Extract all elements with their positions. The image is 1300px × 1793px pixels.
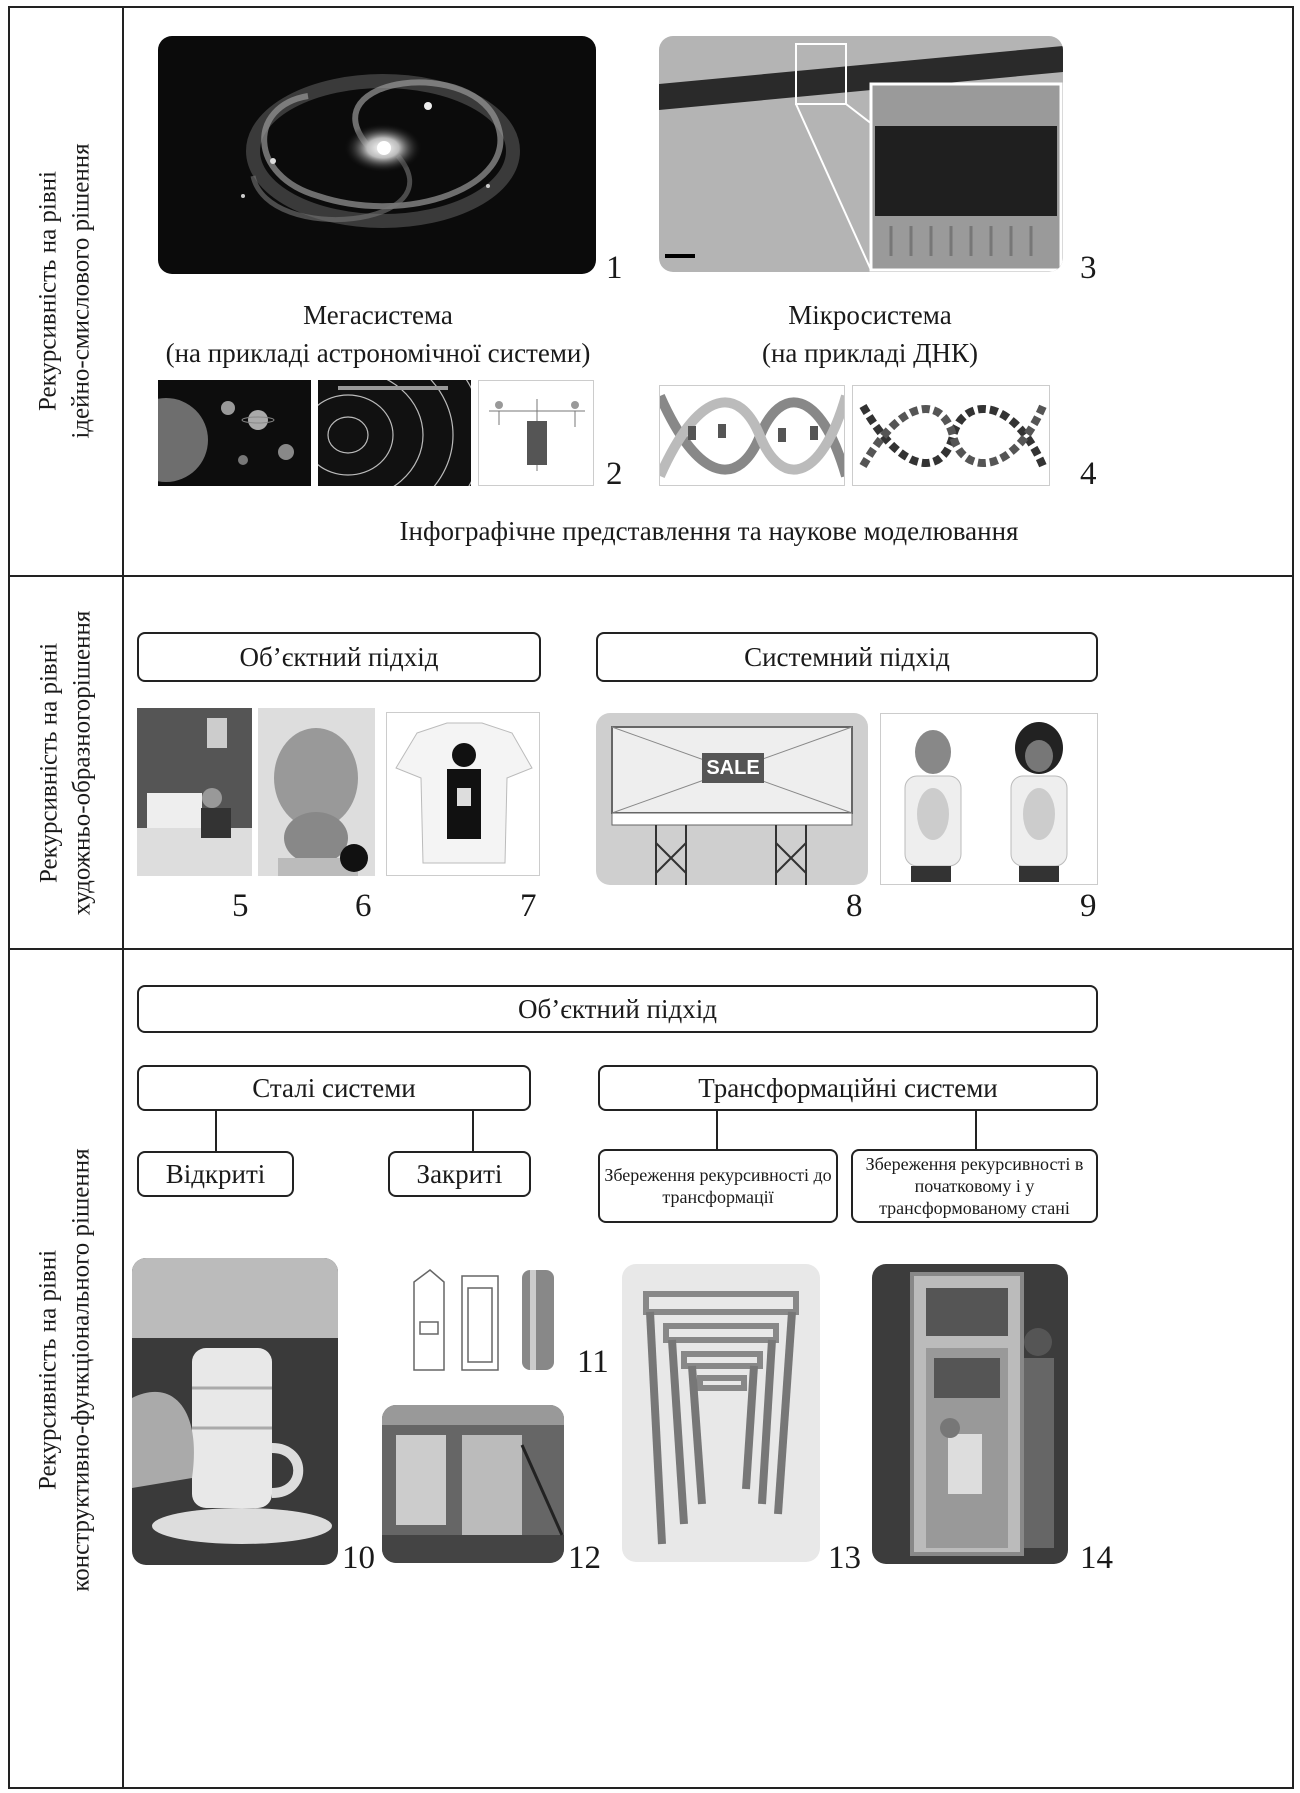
figure-number-7: 7 bbox=[520, 888, 537, 924]
row2-label-line2: художньо-образногорішення bbox=[68, 610, 96, 915]
figure-number-4: 4 bbox=[1080, 456, 1097, 492]
caption-megasystem-title: Мегасистема bbox=[303, 300, 453, 330]
orbit-diagram-image bbox=[318, 380, 471, 486]
figure-number-6: 6 bbox=[355, 888, 372, 924]
connector-line bbox=[472, 1111, 474, 1151]
connector-line bbox=[975, 1111, 977, 1149]
recursive-chair-image bbox=[622, 1264, 820, 1562]
caption-microsystem: Мікросистема (на прикладі ДНК) bbox=[690, 296, 1050, 372]
stacked-cups-image bbox=[132, 1258, 338, 1565]
galaxy-image bbox=[158, 36, 596, 274]
closed-systems-box: Закриті bbox=[388, 1151, 531, 1197]
row2-label-line1: Рекурсивність на рівні bbox=[35, 642, 63, 883]
row1-label-line1: Рекурсивність на рівні bbox=[35, 170, 62, 411]
figure-number-11: 11 bbox=[577, 1344, 609, 1380]
figure-number-5: 5 bbox=[232, 888, 249, 924]
table-frame bbox=[8, 6, 1294, 1789]
figure-number-12: 12 bbox=[568, 1540, 601, 1576]
column-divider bbox=[122, 6, 124, 1789]
stable-systems-box: Сталі системи bbox=[137, 1065, 531, 1111]
caption-megasystem: Мегасистема (на прикладі астрономічної с… bbox=[148, 296, 608, 372]
figure-number-14: 14 bbox=[1080, 1540, 1113, 1576]
billboard-sale-text: SALE bbox=[706, 757, 760, 779]
figure-number-10: 10 bbox=[342, 1540, 375, 1576]
door-within-door-image bbox=[872, 1264, 1068, 1564]
interior-image bbox=[382, 1405, 564, 1563]
baby-shirts-image bbox=[880, 713, 1098, 885]
figure-number-13: 13 bbox=[828, 1540, 861, 1576]
row-divider bbox=[8, 575, 1294, 577]
connector-line bbox=[215, 1111, 217, 1151]
figure-number-2: 2 bbox=[606, 456, 623, 492]
dna-model-image bbox=[852, 385, 1050, 486]
recursion-both-states-box: Збереження рекурсивності в початковому і… bbox=[851, 1149, 1098, 1223]
caption-microsystem-subtitle: (на прикладі ДНК) bbox=[761, 338, 979, 368]
connector-line bbox=[716, 1111, 718, 1149]
object-approach-box: Об’єктний підхід bbox=[137, 632, 541, 682]
dna-helix-image bbox=[659, 385, 845, 486]
orrery-model-image bbox=[478, 380, 594, 486]
infographic-caption: Інфографічне представлення та наукове мо… bbox=[399, 516, 1019, 546]
row3-label-line1: Рекурсивність на рівні bbox=[35, 1249, 63, 1490]
open-systems-box: Відкриті bbox=[137, 1151, 294, 1197]
dna-micrograph-image bbox=[659, 36, 1063, 272]
caption-megasystem-subtitle: (на прикладі астрономічної системи) bbox=[165, 338, 591, 368]
figure-number-3: 3 bbox=[1080, 250, 1097, 286]
man-with-face-image bbox=[258, 708, 375, 876]
recursion-before-transform-box: Збереження рекурсивності до трансформаці… bbox=[598, 1149, 838, 1223]
figure-number-1: 1 bbox=[606, 250, 623, 286]
thermos-drawing-image bbox=[400, 1262, 570, 1380]
solar-system-image bbox=[158, 380, 311, 486]
man-reading-newspaper-image bbox=[137, 708, 252, 876]
row1-label-line2: ідейно-смислового рішення bbox=[68, 142, 95, 439]
tshirt-image bbox=[386, 712, 540, 876]
row-divider bbox=[8, 948, 1294, 950]
system-approach-box: Системний підхід bbox=[596, 632, 1098, 682]
figure-number-9: 9 bbox=[1080, 888, 1097, 924]
billboard-image: SALE bbox=[596, 713, 868, 885]
figure-number-8: 8 bbox=[846, 888, 863, 924]
caption-microsystem-title: Мікросистема bbox=[788, 300, 952, 330]
object-approach-top-box: Об’єктний підхід bbox=[137, 985, 1098, 1033]
transformation-systems-box: Трансформаційні системи bbox=[598, 1065, 1098, 1111]
row3-label-line2: конструктивно-функціонального рішення bbox=[68, 1147, 96, 1592]
